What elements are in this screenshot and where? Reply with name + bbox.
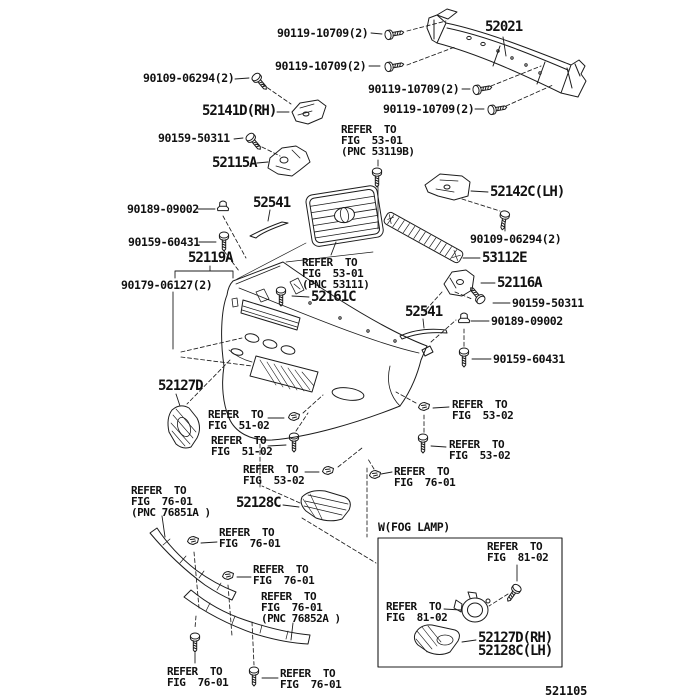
- part-number-52127d: 52127D: [158, 378, 204, 394]
- part-52127d-cover: [168, 406, 200, 448]
- part-number-52116a: 52116A: [497, 275, 543, 291]
- part-fog-cover-rh-lh: [414, 625, 459, 655]
- part-number-53112e: 53112E: [482, 250, 528, 266]
- part-number-90119-10709-2: 90119-10709(2): [275, 59, 367, 73]
- part-number-52541-right: 52541: [405, 304, 443, 320]
- part-number-90109-06294-right: 90109-06294(2): [470, 232, 562, 246]
- part-52115a-bracket: [268, 146, 310, 176]
- callout-refer-fig53-02-right2: REFER TO FIG 53-02: [449, 438, 511, 462]
- part-number-90159-60431-left: 90159-60431: [128, 235, 200, 249]
- callout-refer-fig76-01-c: REFER TO FIG 76-01: [253, 563, 315, 587]
- part-number-52141d-rh: 52141D(RH): [202, 103, 277, 119]
- callout-refer-fig53-01-pnc53111: REFER TO FIG 53-01 (PNC 53111): [302, 256, 370, 291]
- figure-code: 521105: [545, 684, 588, 698]
- part-number-90179-06127: 90179-06127(2): [121, 278, 213, 292]
- part-spoiler-strip-76851a: [150, 528, 236, 600]
- callout-refer-fig76-01-b: REFER TO FIG 76-01: [219, 526, 281, 550]
- part-spoiler-strip-76852a: [184, 590, 310, 644]
- part-number-52142c-lh: 52142C(LH): [490, 184, 565, 200]
- projection-lines: [237, 243, 373, 279]
- callout-refer-fig53-01-pnc53119b: REFER TO FIG 53-01 (PNC 53119B): [341, 123, 415, 158]
- part-grille: [305, 185, 384, 248]
- callout-refer-fig81-02-b: REFER TO FIG 81-02: [386, 600, 448, 624]
- part-52021-reinforcement: [427, 9, 586, 97]
- dashed-lines: [181, 21, 553, 665]
- part-number-90159-50311-right: 90159-50311: [512, 296, 584, 310]
- callout-refer-fig76-01-pnc76851a: REFER TO FIG 76-01 (PNC 76851A ): [131, 484, 211, 519]
- callout-refer-fig51-02-b: REFER TO FIG 51-02: [211, 434, 273, 458]
- part-number-52161c: 52161C: [311, 289, 357, 305]
- fog-lamp-box: [378, 538, 562, 667]
- callout-refer-fig51-02-a: REFER TO FIG 51-02: [208, 408, 270, 432]
- part-53112e-lower-grille: [383, 211, 465, 264]
- part-number-90119-10709-3: 90119-10709(2): [368, 82, 460, 96]
- fog-lamp-box-title: W(FOG LAMP): [378, 520, 450, 534]
- part-52142c-bracket: [425, 174, 470, 200]
- callout-refer-fig76-01-f: REFER TO FIG 76-01: [280, 667, 342, 691]
- part-number-90159-60431-right: 90159-60431: [493, 352, 565, 366]
- callout-refer-fig81-02-a: REFER TO FIG 81-02: [487, 540, 549, 564]
- part-number-90159-50311-left: 90159-50311: [158, 131, 230, 145]
- callout-refer-fig53-02-right1: REFER TO FIG 53-02: [452, 398, 514, 422]
- callout-refer-fig76-01-right: REFER TO FIG 76-01: [394, 465, 456, 489]
- leader-lines: [162, 33, 517, 678]
- part-number-52115a: 52115A: [212, 155, 258, 171]
- callout-refer-fig53-02-center: REFER TO FIG 53-02: [243, 463, 305, 487]
- part-52128c-cover: [301, 491, 350, 521]
- part-number-52127d-rh: 52127D(RH): [478, 630, 553, 646]
- part-52119a-bumper-cover: [222, 262, 433, 440]
- part-number-52128c-lh: 52128C(LH): [478, 643, 553, 659]
- part-52116a-bracket: [444, 270, 474, 296]
- part-number-90109-06294-left: 90109-06294(2): [143, 71, 235, 85]
- part-number-52119a: 52119A: [188, 250, 234, 266]
- callout-refer-fig76-01-pnc76852a: REFER TO FIG 76-01 (PNC 76852A ): [261, 590, 341, 625]
- part-52541-left-strip: [250, 222, 288, 238]
- part-52541-right-strip: [400, 329, 447, 339]
- fog-lamp-unit: [454, 592, 490, 622]
- part-number-52021: 52021: [485, 19, 523, 35]
- part-number-90189-09002-right: 90189-09002: [491, 314, 563, 328]
- part-number-90119-10709-1: 90119-10709(2): [277, 26, 369, 40]
- callout-refer-fig76-01-e: REFER TO FIG 76-01: [167, 665, 229, 689]
- part-number-90119-10709-4: 90119-10709(2): [383, 102, 475, 116]
- part-number-52541-left: 52541: [253, 195, 291, 211]
- part-52141d-bracket: [292, 100, 326, 124]
- part-number-90189-09002-left: 90189-09002: [127, 202, 199, 216]
- part-number-52128c: 52128C: [236, 495, 282, 511]
